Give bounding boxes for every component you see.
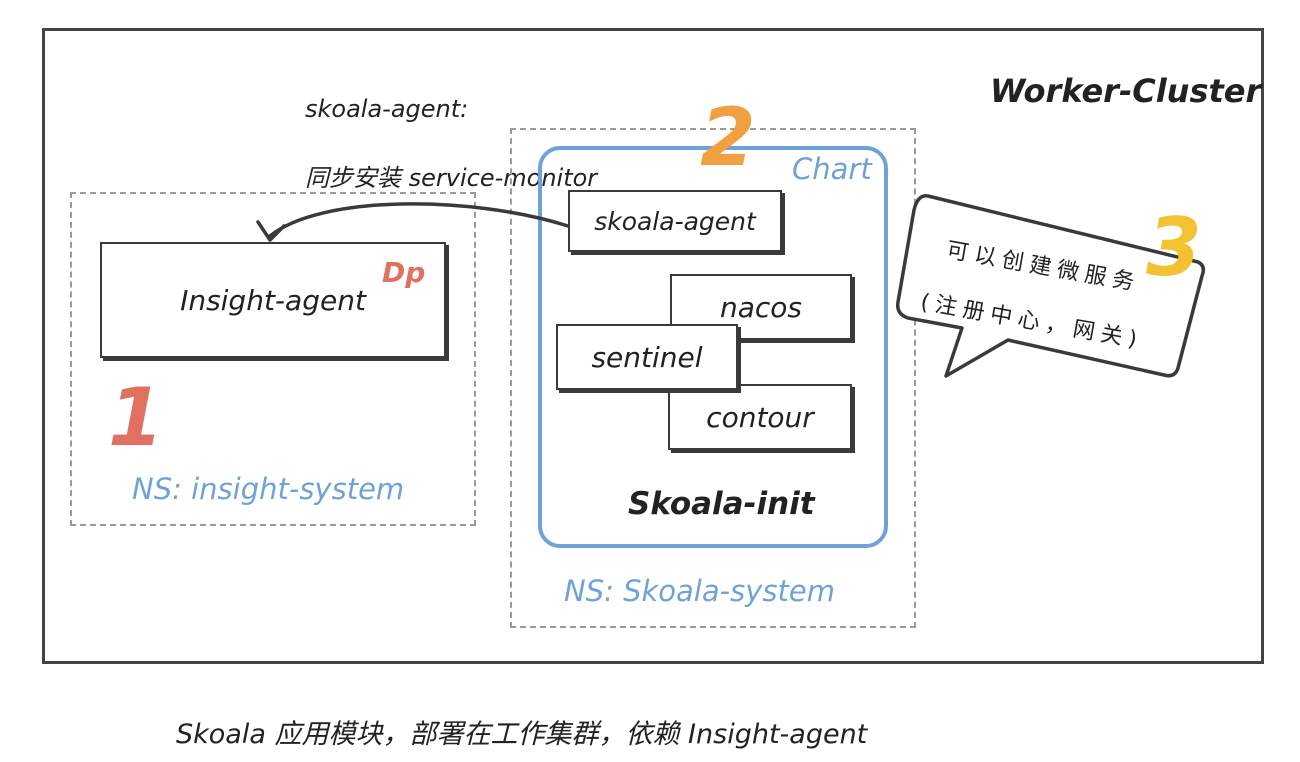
skoala-namespace-label: NS: Skoala-system <box>564 574 835 608</box>
sync-note-line1: skoala-agent: <box>305 95 469 123</box>
insight-agent-label: Insight-agent <box>180 283 366 317</box>
sync-arrow-head <box>256 220 286 242</box>
sentinel-label: sentinel <box>591 340 703 374</box>
chart-tag: Chart <box>792 152 872 186</box>
contour-box: contour <box>668 384 852 450</box>
step-number-1: 1 <box>108 371 164 464</box>
sync-note-line2: 同步安装 service-monitor <box>305 164 598 192</box>
sentinel-box: sentinel <box>556 324 738 390</box>
step-number-3: 3 <box>1146 201 1202 294</box>
insight-namespace-box <box>70 192 476 526</box>
diagram-caption: Skoala 应用模块，部署在工作集群，依赖 Insight-agent <box>176 719 868 750</box>
sync-arrow-line <box>268 202 570 238</box>
contour-label: contour <box>706 400 814 434</box>
skoala-agent-label: skoala-agent <box>594 206 756 236</box>
worker-cluster-frame <box>42 28 1264 664</box>
nacos-label: nacos <box>719 290 803 324</box>
insight-agent-box: Insight-agent <box>100 242 446 358</box>
insight-namespace-label: NS: insight-system <box>132 472 405 506</box>
deployment-badge: Dp <box>382 256 426 289</box>
step-number-2: 2 <box>700 91 756 184</box>
speech-bubble-outline <box>895 194 1206 378</box>
skoala-namespace-box <box>510 128 916 628</box>
skoala-agent-box: skoala-agent <box>568 190 782 252</box>
skoala-init-chart-box <box>538 146 888 548</box>
cluster-title: Worker-Cluster <box>990 72 1262 110</box>
skoala-init-title: Skoala-init <box>628 486 815 522</box>
